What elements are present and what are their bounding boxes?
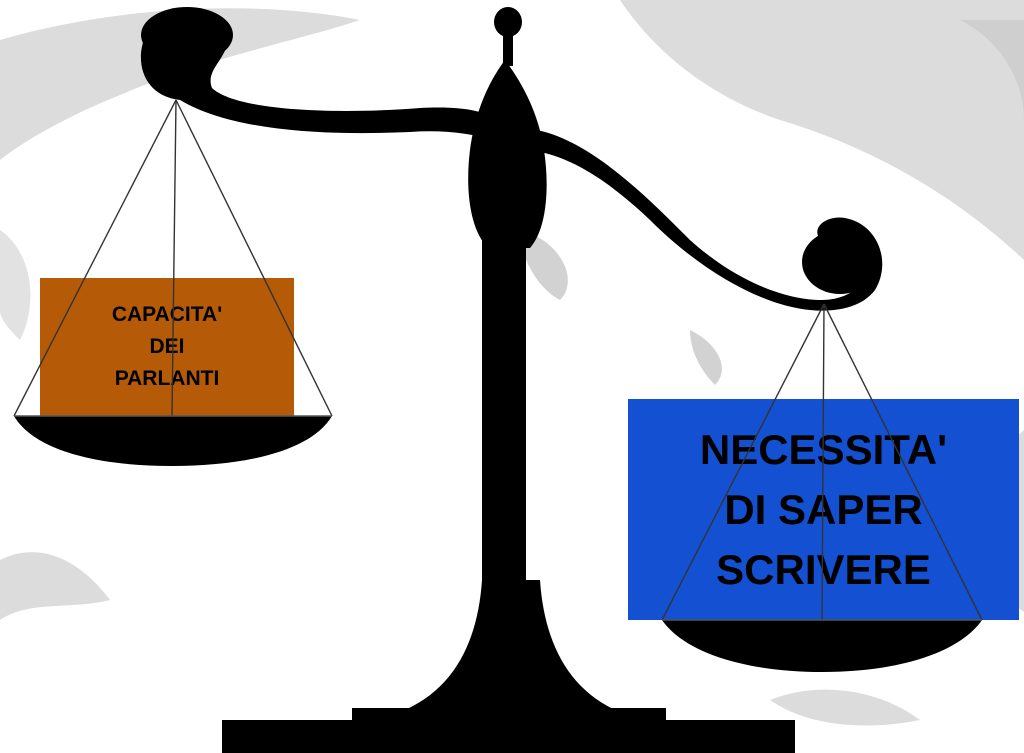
right-pan-label-box: NECESSITA' DI SAPER SCRIVERE [628,399,1019,620]
left-pan-label: CAPACITA' DEI PARLANTI [111,303,223,390]
right-pan-label: NECESSITA' DI SAPER SCRIVERE [699,425,948,593]
left-pan-label-box: CAPACITA' DEI PARLANTI [40,278,294,416]
